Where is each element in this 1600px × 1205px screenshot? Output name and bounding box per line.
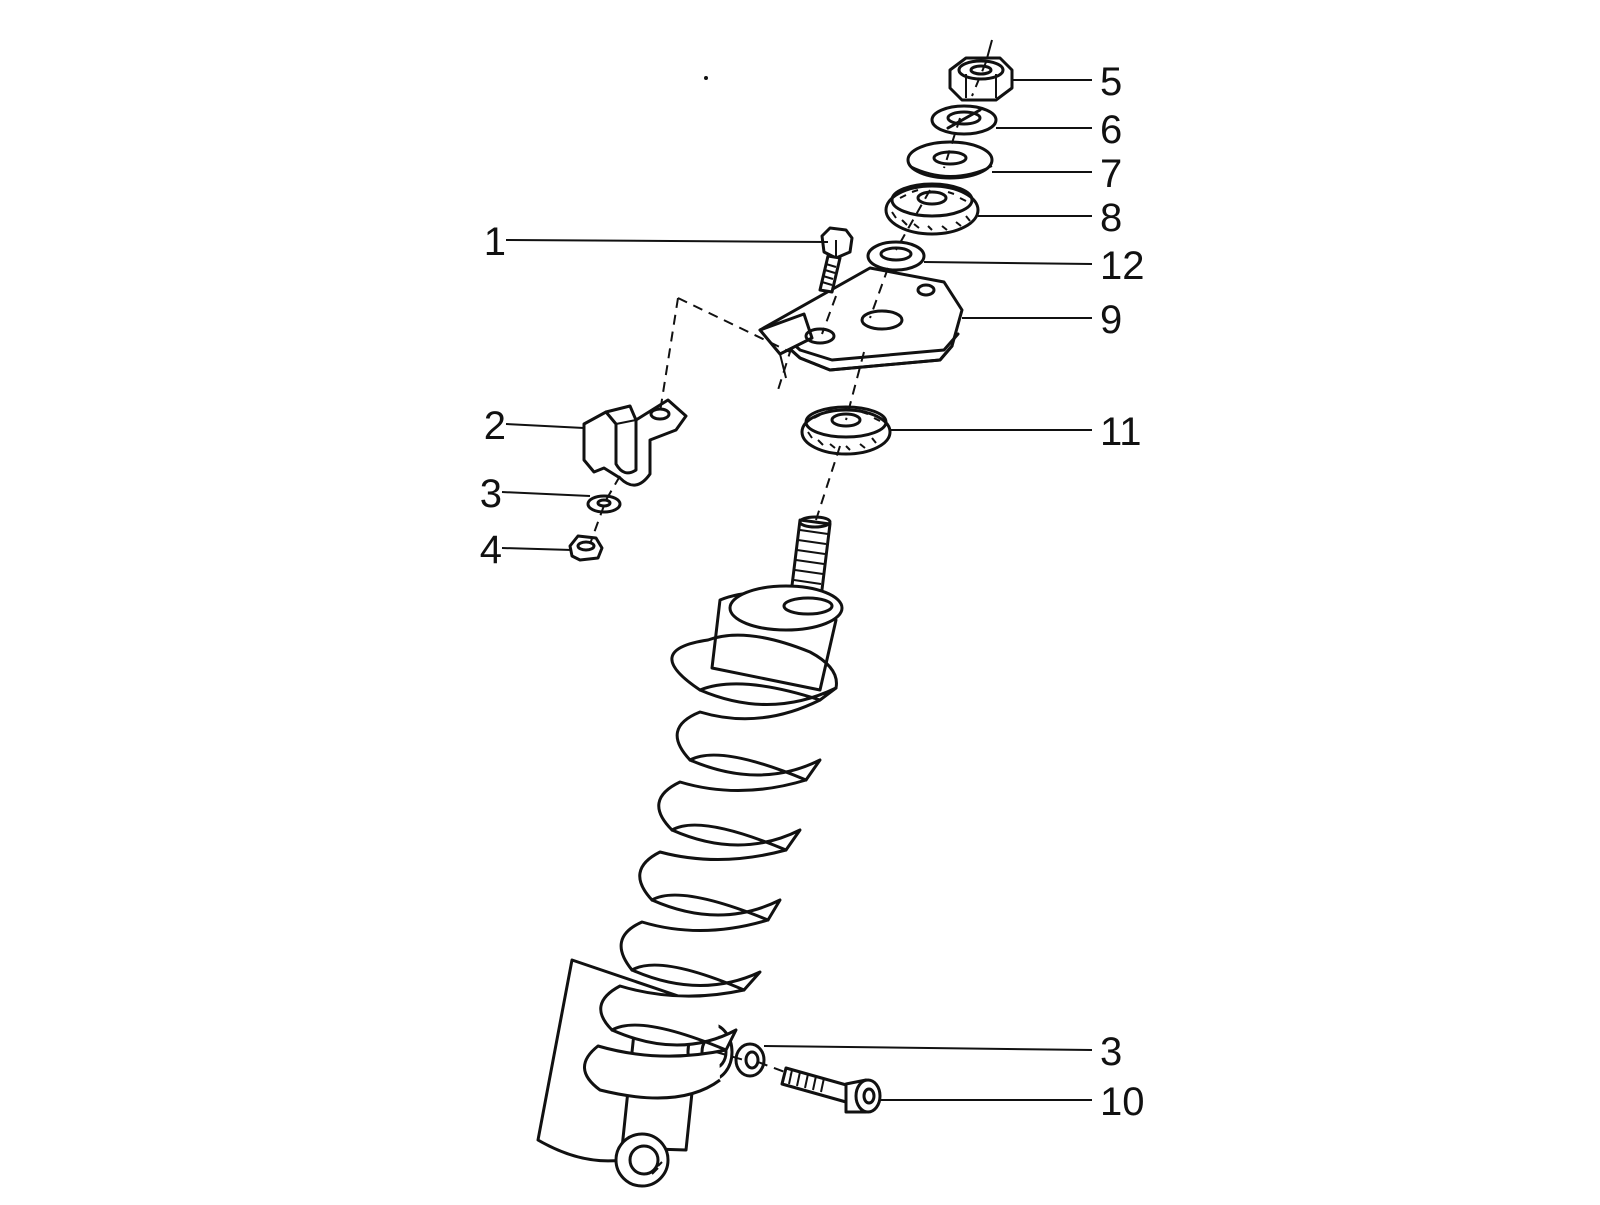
upper-rubber-bush: [884, 182, 980, 236]
small-spacer-ring: [866, 240, 926, 272]
small-washer-lower: [734, 1042, 766, 1078]
callout-4: 4: [479, 528, 502, 572]
callout-11: 11: [1100, 410, 1142, 454]
callout-5: 5: [1100, 60, 1123, 104]
callout-3-upper: 3: [479, 472, 502, 516]
top-nut: [948, 39, 1014, 102]
callout-7: 7: [1100, 152, 1123, 196]
leader-2: [505, 423, 585, 429]
threaded-stud: [788, 515, 832, 608]
callout-6: 6: [1100, 108, 1123, 152]
callout-10: 10: [1100, 1080, 1145, 1124]
spring-washer: [930, 104, 998, 136]
flat-washer: [906, 140, 994, 180]
leader-3a: [501, 491, 591, 497]
leader-4: [501, 547, 573, 551]
assembly-lines: [589, 61, 987, 1075]
callout-3-lower: 3: [1100, 1030, 1123, 1074]
callout-2: 2: [483, 404, 506, 448]
leader-12: [923, 261, 1093, 265]
coil-spring: [583, 633, 838, 1100]
bracket-clamp: [582, 398, 688, 487]
leader-lines: [501, 79, 1093, 1101]
hex-bolt: [818, 226, 854, 294]
small-nut: [568, 534, 604, 562]
cap-screw: [780, 1066, 882, 1114]
speck: [704, 76, 708, 80]
callout-9: 9: [1100, 298, 1123, 342]
leader-3b: [763, 1045, 1093, 1051]
leader-1: [505, 239, 829, 243]
lower-rubber-bush: [800, 405, 892, 456]
callout-8: 8: [1100, 196, 1123, 240]
small-washer-upper: [586, 494, 622, 514]
callout-1: 1: [483, 220, 506, 264]
callout-12: 12: [1100, 244, 1145, 288]
